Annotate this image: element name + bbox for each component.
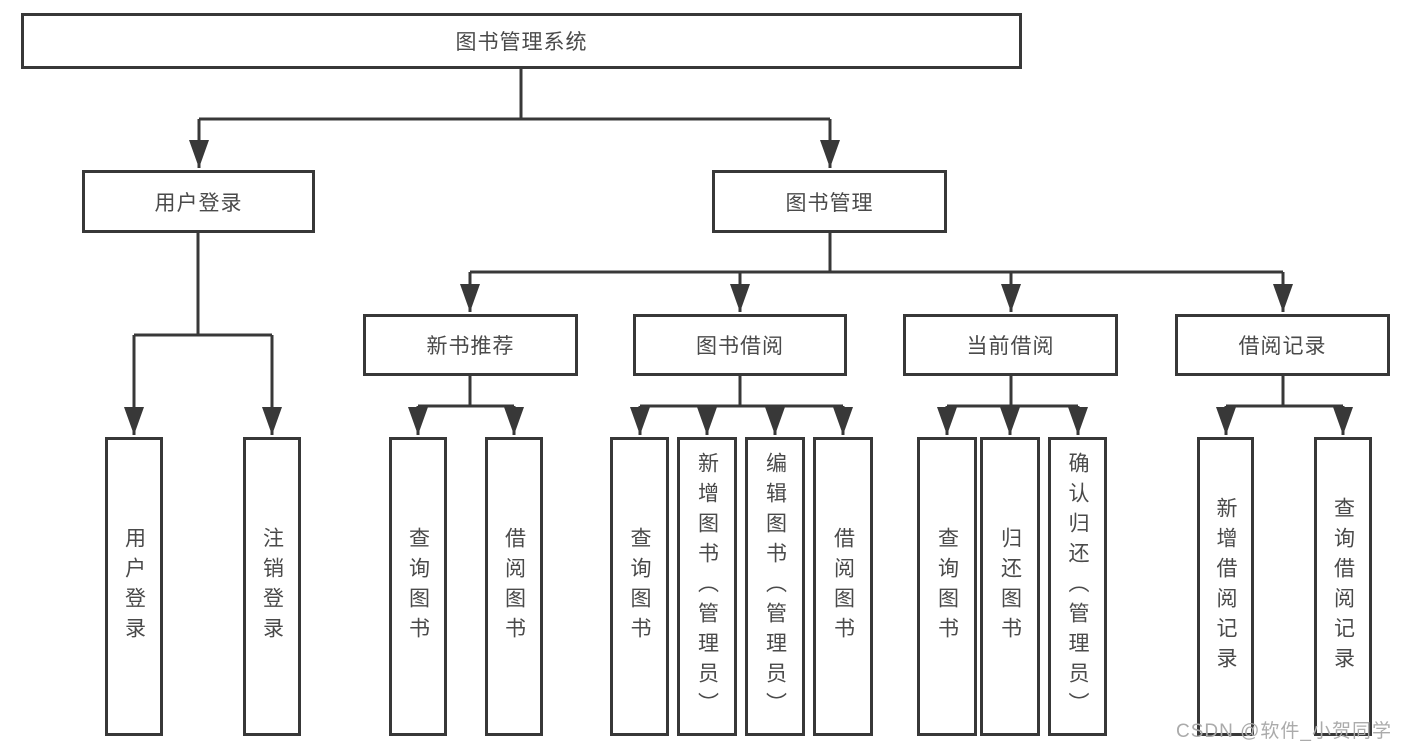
leaf-br-query-record: 查询借阅记录: [1314, 437, 1372, 736]
leaf-rec-borrow-books-label: 借阅图书: [502, 526, 526, 647]
leaf-cb-confirm-return-admin: 确认归还（管理员）: [1048, 437, 1107, 736]
leaf-bb-query-books-label: 查询图书: [628, 526, 651, 647]
watermark: CSDN @软件_小贺同学: [1176, 721, 1392, 742]
leaf-user-login-label: 用户登录: [122, 526, 146, 647]
node-book-borrow: 图书借阅: [633, 314, 847, 376]
leaf-cb-return-books: 归还图书: [980, 437, 1040, 736]
node-root: 图书管理系统: [21, 13, 1022, 69]
node-book-management: 图书管理: [712, 170, 947, 233]
leaf-bb-add-books-admin: 新增图书（管理员）: [677, 437, 737, 736]
leaf-logout-label: 注销登录: [260, 526, 284, 647]
leaf-rec-query-books: 查询图书: [389, 437, 447, 736]
leaf-bb-edit-books-admin-label: 编辑图书（管理员）: [763, 451, 787, 722]
leaf-bb-borrow-books: 借阅图书: [813, 437, 873, 736]
leaf-cb-return-books-label: 归还图书: [998, 526, 1022, 647]
node-user-login: 用户登录: [82, 170, 315, 233]
node-current-borrow: 当前借阅: [903, 314, 1118, 376]
leaf-cb-query-books-label: 查询图书: [935, 526, 959, 647]
node-new-book-recommend: 新书推荐: [363, 314, 578, 376]
leaf-rec-query-books-label: 查询图书: [406, 526, 430, 647]
leaf-logout: 注销登录: [243, 437, 301, 736]
node-borrow-record: 借阅记录: [1175, 314, 1390, 376]
leaf-bb-edit-books-admin: 编辑图书（管理员）: [745, 437, 805, 736]
leaf-cb-query-books: 查询图书: [917, 437, 977, 736]
leaf-bb-borrow-books-label: 借阅图书: [831, 526, 855, 647]
leaf-user-login: 用户登录: [105, 437, 163, 736]
leaf-rec-borrow-books: 借阅图书: [485, 437, 543, 736]
leaf-cb-confirm-return-admin-label: 确认归还（管理员）: [1066, 451, 1089, 722]
leaf-br-query-record-label: 查询借阅记录: [1331, 496, 1355, 677]
leaf-bb-query-books: 查询图书: [610, 437, 669, 736]
leaf-bb-add-books-admin-label: 新增图书（管理员）: [695, 451, 719, 722]
leaf-br-add-record: 新增借阅记录: [1197, 437, 1254, 736]
leaf-br-add-record-label: 新增借阅记录: [1214, 496, 1237, 677]
